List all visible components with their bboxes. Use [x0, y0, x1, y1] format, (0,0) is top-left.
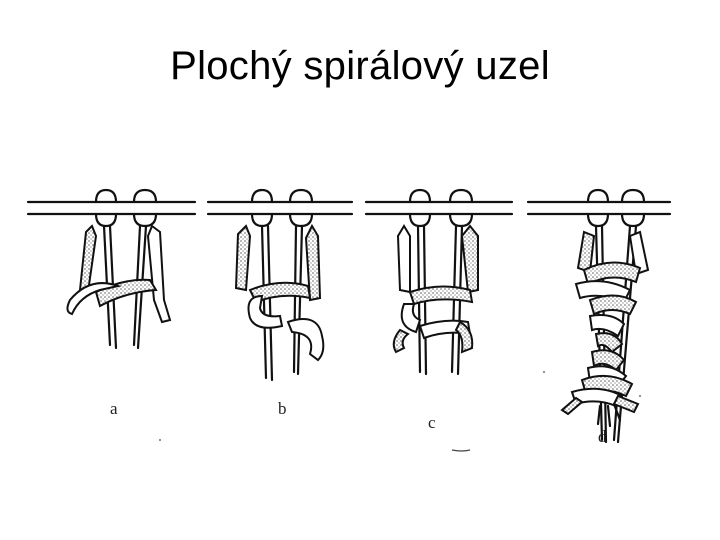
holding-bar	[206, 200, 354, 216]
slide-title: Plochý spirálový uzel	[170, 44, 550, 88]
step-label-c: c	[428, 413, 436, 432]
knot-step-a: a	[26, 188, 197, 418]
step-label-d: d	[598, 427, 607, 446]
knot-step-c: c	[364, 188, 514, 432]
holding-bar	[364, 200, 514, 216]
holding-bar	[26, 200, 197, 216]
step-label-a: a	[110, 399, 118, 418]
knot-step-b: b	[206, 188, 354, 418]
holding-bar	[526, 200, 672, 216]
knot-step-d: d	[526, 188, 672, 446]
step-label-b: b	[278, 399, 287, 418]
